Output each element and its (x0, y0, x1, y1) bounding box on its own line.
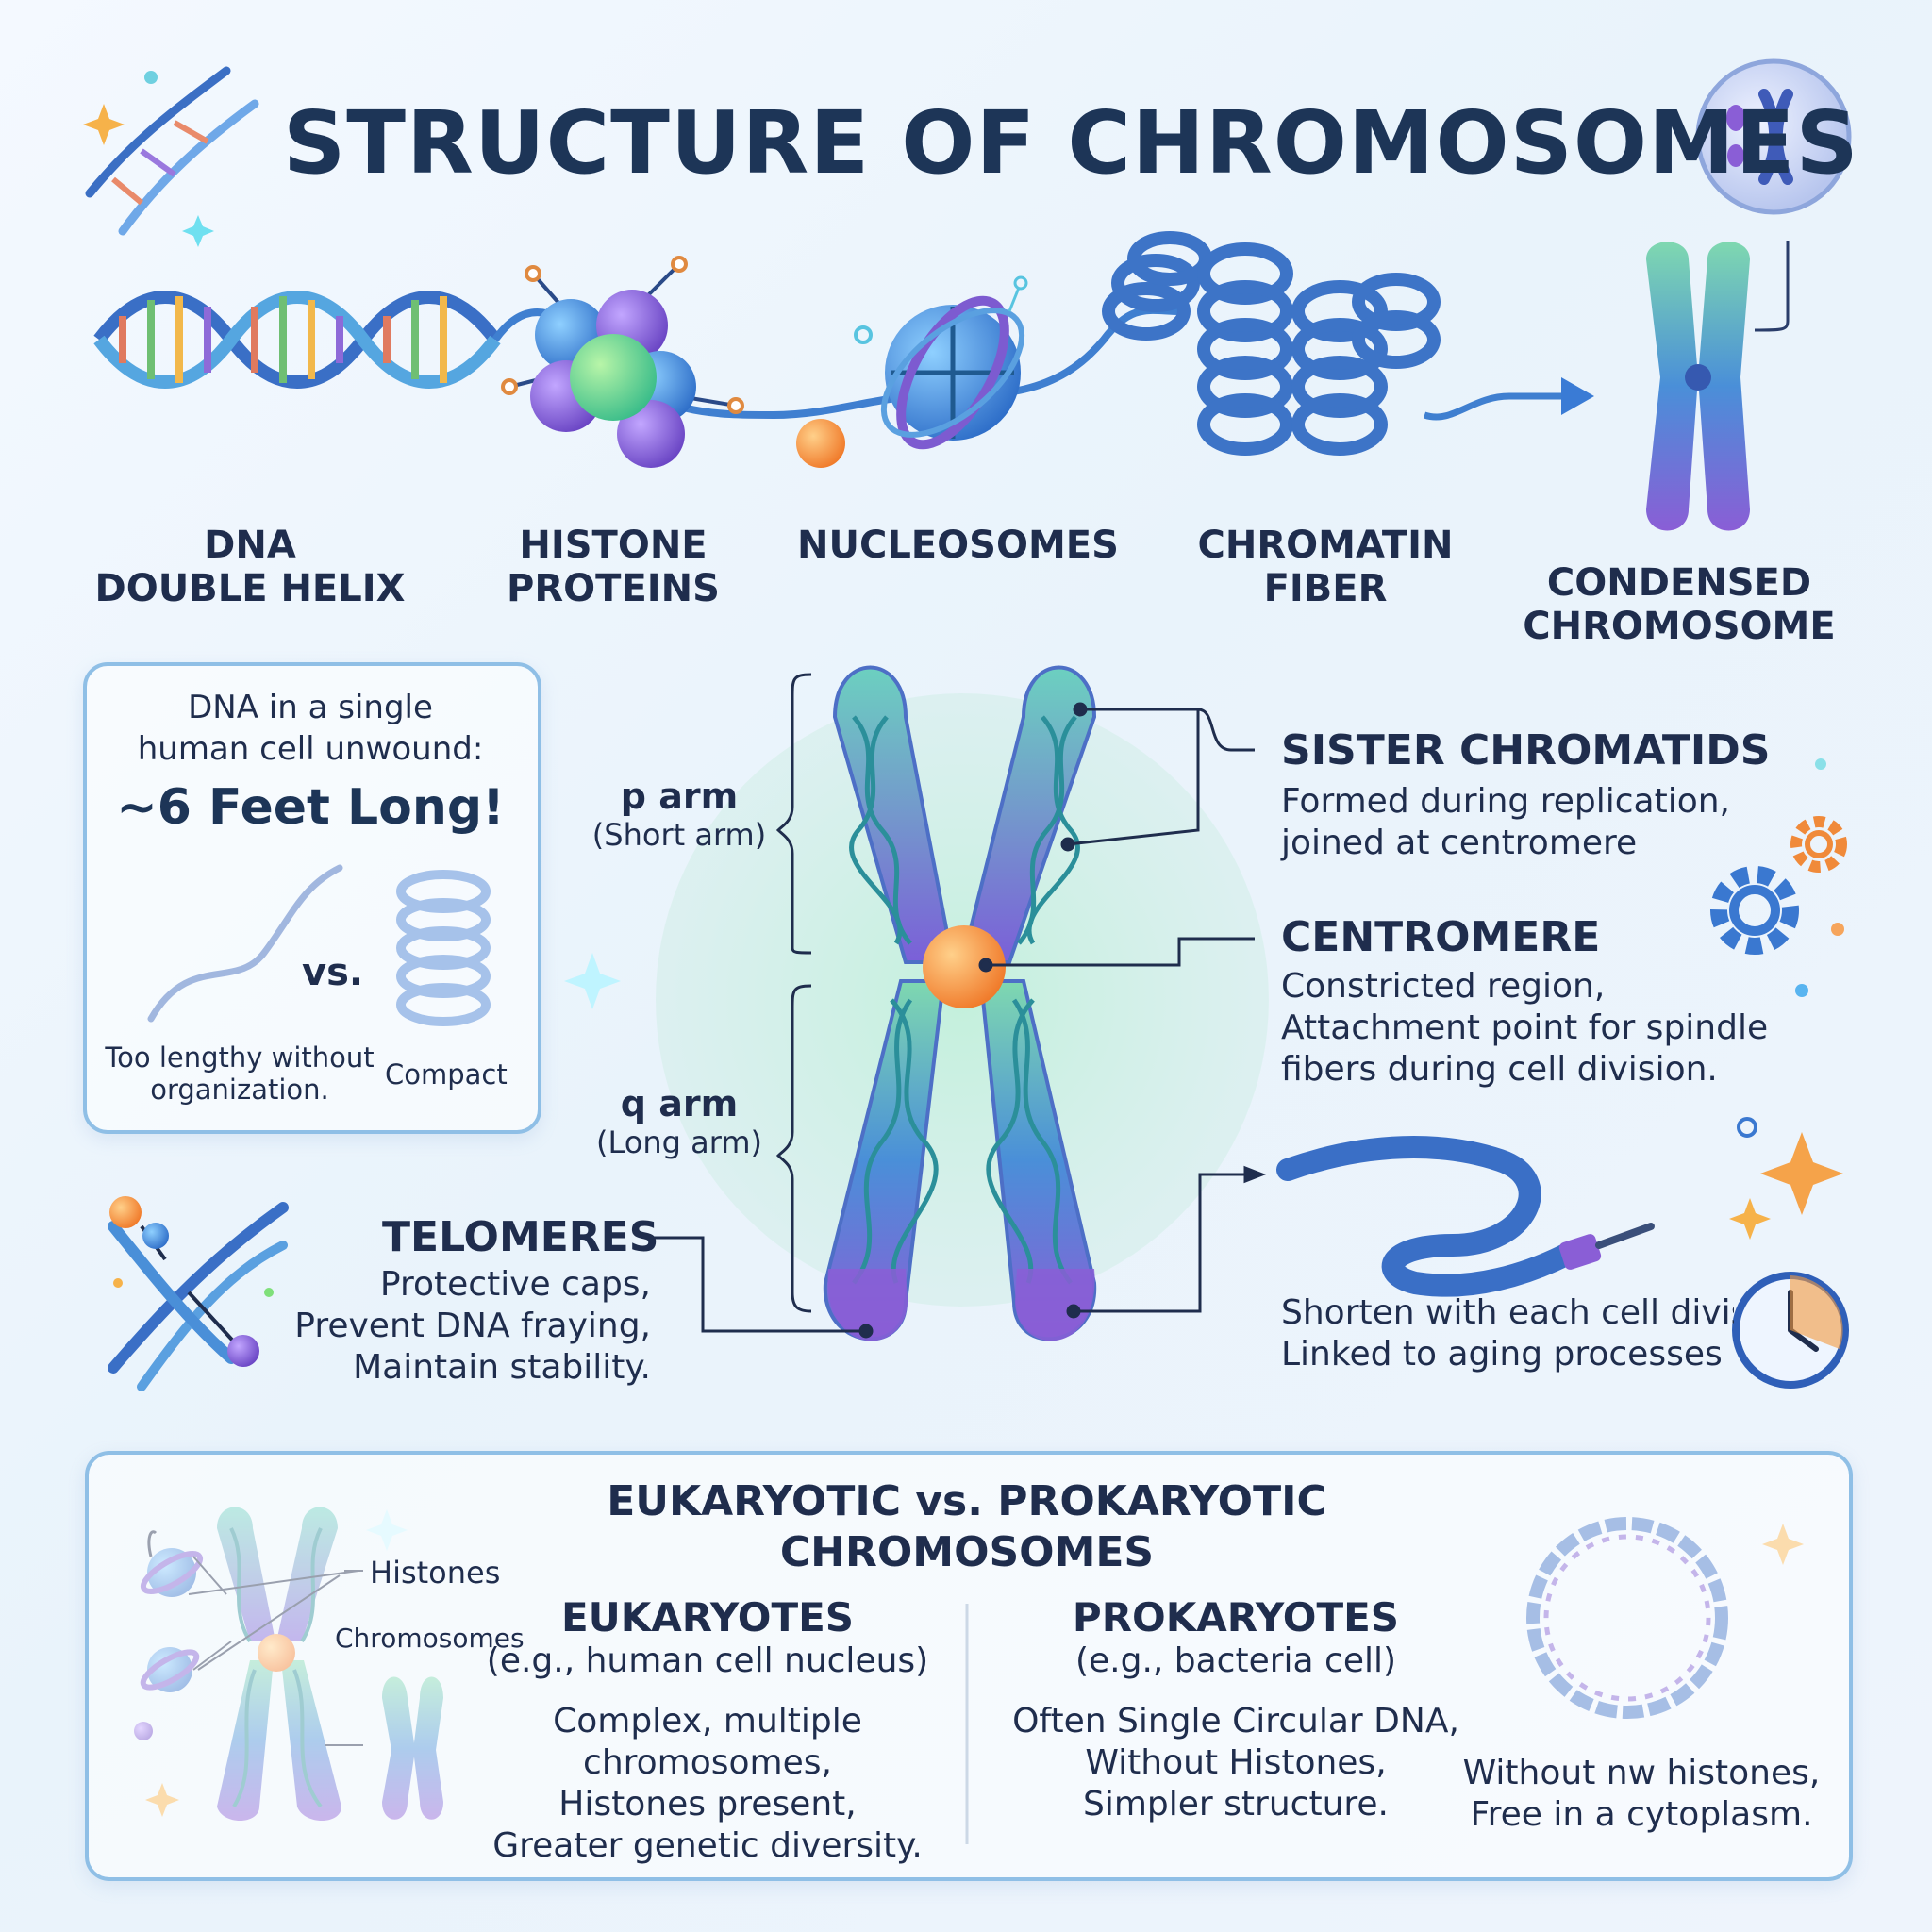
histones-label: Histones (370, 1555, 501, 1591)
p-arm-bracket (775, 673, 812, 955)
q-arm-label: q arm (Long arm) (580, 1083, 778, 1160)
dna-length-info-box (83, 662, 541, 1134)
stage-label-line: NUCLEOSOMES (797, 524, 1119, 567)
arrow-line (1423, 392, 1566, 421)
caption-line: organization. (150, 1074, 329, 1106)
clock-icon (1732, 1272, 1849, 1389)
caption-line: Free in a cytoplasm. (1470, 1795, 1813, 1834)
compact-caption: Compact (385, 1058, 508, 1091)
note-line: Linked to aging processes (1281, 1335, 1723, 1374)
info-line: DNA in a single (188, 689, 433, 726)
q-arm-bracket (775, 984, 812, 1313)
stage-label-chromatin: CHROMATIN FIBER (1165, 524, 1486, 610)
desc-line: joined at centromere (1281, 824, 1638, 862)
column-line: Histones present, (558, 1785, 857, 1824)
telomeres-desc: Protective caps, Prevent DNA fraying, Ma… (283, 1264, 651, 1389)
caption-line: Without nw histones, (1462, 1754, 1821, 1792)
caption-line: Too lengthy without (105, 1041, 375, 1074)
gear-icon (1710, 816, 1847, 955)
stage-label-nucleosomes: NUCLEOSOMES (797, 524, 1119, 567)
sparkle-icon (564, 953, 621, 1009)
arm-sub: (Short arm) (591, 817, 767, 853)
comparison-box (85, 1451, 1853, 1881)
callout-lines (651, 702, 1267, 1339)
centromere-desc: Constricted region, Attachment point for… (1281, 966, 1768, 1091)
condensed-chromosome-icon (1646, 241, 1790, 531)
title-line: CHROMOSOMES (779, 1528, 1155, 1576)
desc-line: Formed during replication, (1281, 782, 1730, 821)
stage-label-dna: DNA DOUBLE HELIX (90, 524, 410, 610)
small-dna-icon (85, 66, 259, 236)
chromatin-fiber-icon (1102, 231, 1441, 456)
sparkle-icon (1729, 758, 1844, 1240)
linker-bead (796, 419, 845, 468)
stage-label-histone: HISTONE PROTEINS (453, 524, 774, 610)
stage-label-line: CHROMOSOME (1523, 605, 1836, 648)
sparkle-icon (83, 71, 214, 247)
circular-dna-caption: Without nw histones, Free in a cytoplasm… (1453, 1753, 1830, 1836)
telomere-shortening-note: Shorten with each cell divisior Linked t… (1281, 1292, 1734, 1375)
eukaryotes-column: EUKARYOTES (e.g., human cell nucleus) Co… (453, 1594, 962, 1867)
desc-line: Constricted region, (1281, 967, 1606, 1006)
sister-chromatids-heading: SISTER CHROMATIDS (1281, 726, 1771, 774)
column-heading: EUKARYOTES (560, 1594, 855, 1641)
column-example: (e.g., human cell nucleus) (486, 1641, 929, 1680)
stage-label-line: CHROMATIN (1197, 524, 1454, 567)
stage-label-line: DOUBLE HELIX (94, 567, 406, 610)
stage-label-line: PROTEINS (507, 567, 720, 610)
info-box-text: DNA in a single human cell unwound: (83, 687, 538, 770)
stage-label-line: HISTONE (519, 524, 708, 567)
stage-label-line: CONDENSED (1546, 561, 1812, 605)
column-line: Without Histones, (1085, 1743, 1387, 1782)
dna-double-helix-icon (93, 291, 501, 389)
title-line: EUKARYOTIC vs. PROKARYOTIC (607, 1477, 1327, 1525)
column-example: (e.g., bacteria cell) (1074, 1641, 1397, 1680)
comparison-title: EUKARYOTIC vs. PROKARYOTIC CHROMOSOMES (495, 1476, 1439, 1578)
column-line: Complex, multiple chromosomes, (553, 1702, 862, 1782)
dna-molecule-icon (108, 1196, 289, 1391)
shoelace-telomere-icon (1276, 1136, 1655, 1297)
arm-name: p arm (620, 775, 739, 817)
nucleosome-icon (854, 275, 1028, 450)
sister-chromatids-desc: Formed during replication, joined at cen… (1281, 781, 1730, 864)
prokaryotes-column: PROKARYOTES (e.g., bacteria cell) Often … (991, 1594, 1481, 1825)
note-line: Shorten with each cell divisior (1281, 1293, 1734, 1332)
info-line: human cell unwound: (137, 730, 484, 768)
vs-label: vs. (302, 951, 364, 994)
centromere-heading: CENTROMERE (1281, 913, 1601, 961)
six-feet-highlight: ~6 Feet Long! (116, 779, 505, 836)
desc-line: Maintain stability. (353, 1348, 651, 1387)
stage-label-line: FIBER (1263, 567, 1388, 610)
arrow-right-icon (1561, 377, 1594, 415)
desc-line: Protective caps, (379, 1265, 651, 1304)
column-line: Greater genetic diversity. (492, 1826, 923, 1865)
telomeres-heading: TELOMERES (382, 1213, 659, 1261)
page-title: STRUCTURE OF CHROMOSOMES (283, 92, 1859, 193)
histone-proteins-icon (501, 256, 744, 468)
arm-name: q arm (620, 1083, 739, 1124)
desc-line: fibers during cell division. (1281, 1050, 1718, 1089)
arm-sub: (Long arm) (596, 1124, 762, 1160)
unwound-caption: Too lengthy without organization. (98, 1041, 381, 1106)
chromosomes-label: Chromosomes (335, 1623, 525, 1654)
stage-label-condensed: CONDENSED CHROMOSOME (1519, 561, 1840, 648)
p-arm-label: p arm (Short arm) (580, 775, 778, 853)
cell-icon (1695, 58, 1852, 215)
column-line: Simpler structure. (1083, 1785, 1389, 1824)
desc-line: Attachment point for spindle (1281, 1008, 1769, 1047)
stage-label-line: DNA (204, 524, 296, 567)
central-chromosome-icon (823, 665, 1097, 1341)
desc-line: Prevent DNA fraying, (294, 1307, 651, 1345)
column-heading: PROKARYOTES (1072, 1594, 1400, 1641)
column-line: Often Single Circular DNA, (1012, 1702, 1459, 1740)
